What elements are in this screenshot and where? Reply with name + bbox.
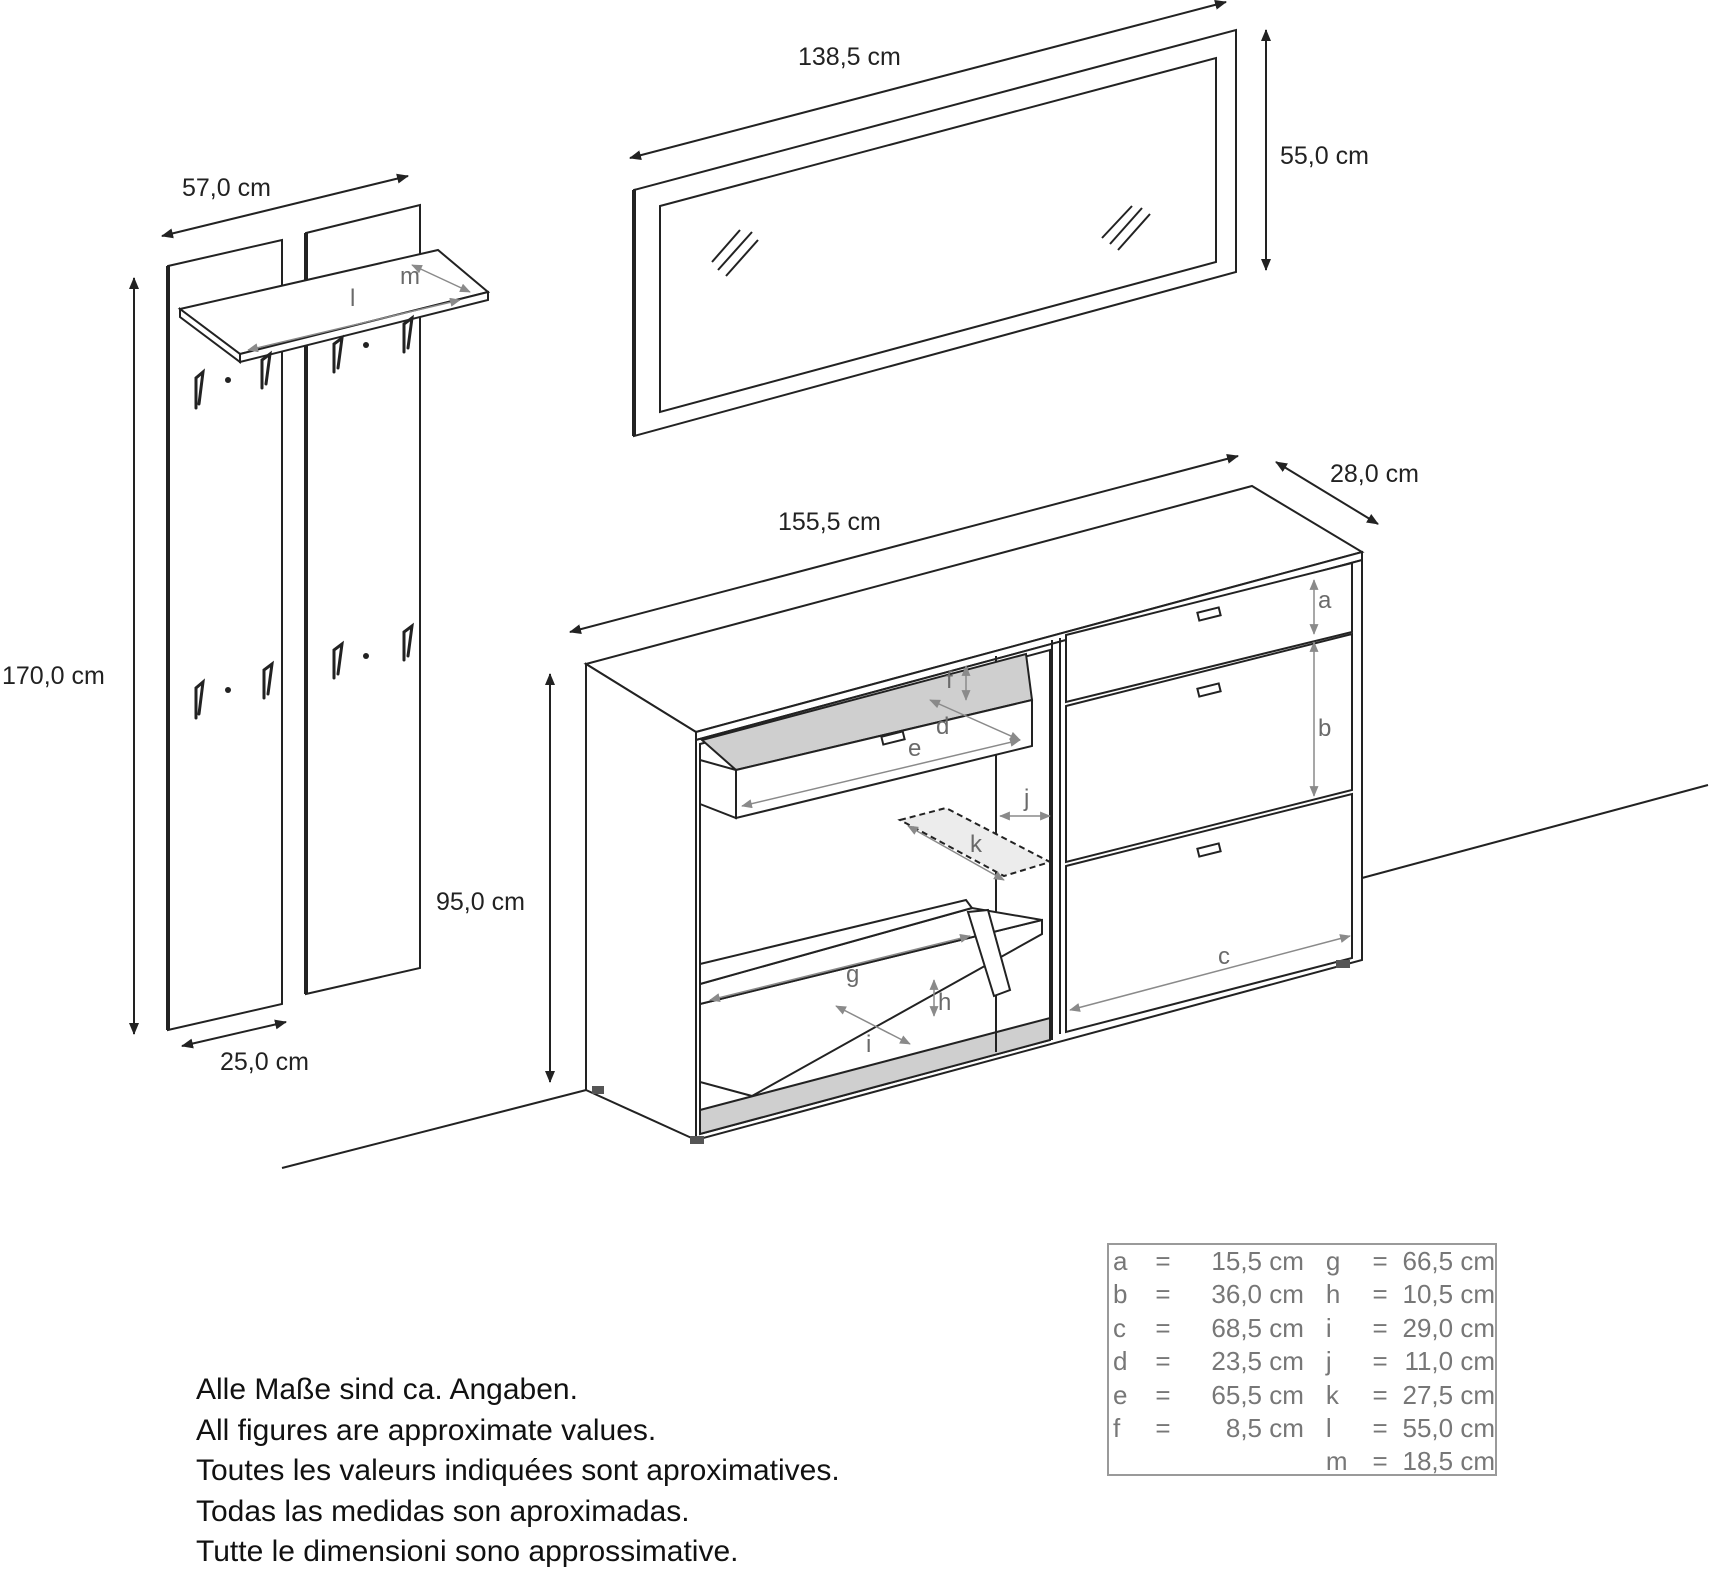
- legend-right-key: k: [1325, 1379, 1339, 1410]
- part-letter-g: g: [846, 961, 859, 988]
- internal-dimension-arrows: [709, 579, 1351, 1045]
- coat-rack-height-label: 170,0 cm: [2, 662, 105, 690]
- coat-rack-width-label: 57,0 cm: [182, 174, 271, 202]
- panel-width-label: 25,0 cm: [220, 1048, 309, 1076]
- legend-right-key: j: [1325, 1346, 1332, 1377]
- legend-row: c = 68,5 cm i = 29,0 cm: [1113, 1312, 1495, 1345]
- legend-left-value: 68,5 cm: [1211, 1312, 1304, 1343]
- legend-row: m = 18,5 cm: [1113, 1445, 1495, 1478]
- legend-left-key: [1113, 1445, 1140, 1478]
- legend-left-eq: =: [1155, 1346, 1171, 1377]
- legend-left-eq: [1140, 1445, 1186, 1478]
- legend-left-key: d: [1113, 1346, 1128, 1377]
- note-english: All figures are approximate values.: [196, 1413, 657, 1447]
- legend-right-value: 11,0 cm: [1404, 1346, 1495, 1377]
- sideboard: [583, 484, 1365, 1142]
- part-letter-m: m: [400, 263, 420, 290]
- legend-row: b = 36,0 cm h = 10,5 cm: [1113, 1278, 1495, 1311]
- legend-right-value: 27,5 cm: [1402, 1379, 1496, 1410]
- legend-left-value: 65,5 cm: [1211, 1379, 1304, 1410]
- part-letter-k: k: [970, 831, 983, 858]
- note-french: Toutes les valeurs indiquées sont aproxi…: [196, 1454, 840, 1487]
- sideboard-width-label: 155,5 cm: [778, 508, 881, 536]
- legend-right-value: 66,5 cm: [1402, 1246, 1496, 1276]
- approximate-values-notes: Alle Maße sind ca. Angaben. All figures …: [196, 1370, 840, 1573]
- hook-screws: [225, 342, 369, 693]
- legend-row: e = 65,5 cm k = 27,5 cm: [1113, 1379, 1495, 1412]
- legend-right-key: m: [1325, 1446, 1348, 1477]
- legend-right-eq: =: [1372, 1446, 1388, 1477]
- legend-left-eq: =: [1155, 1246, 1171, 1276]
- sideboard-height-label: 95,0 cm: [436, 888, 525, 916]
- legend-left-eq: =: [1155, 1279, 1171, 1310]
- drawer-side-rail: [699, 758, 737, 820]
- part-letter-a: a: [1318, 587, 1332, 614]
- sideboard-side: [585, 662, 697, 1142]
- part-letter-f: f: [946, 667, 953, 694]
- legend-left-key: e: [1113, 1379, 1128, 1410]
- legend-left-key: f: [1113, 1413, 1121, 1444]
- compartment-floor: [699, 1016, 1051, 1136]
- legend-right-value: 10,5 cm: [1402, 1279, 1496, 1310]
- legend-left-value: 15,5 cm: [1211, 1246, 1304, 1276]
- legend-left-value: 36,0 cm: [1211, 1279, 1304, 1310]
- legend-left-key: a: [1113, 1246, 1128, 1276]
- legend-right-eq: =: [1372, 1379, 1388, 1410]
- legend-left-value: 8,5 cm: [1225, 1413, 1304, 1444]
- legend-right-key: g: [1325, 1246, 1341, 1276]
- mirror-reflection-marks: [711, 205, 1151, 277]
- legend-right-eq: =: [1372, 1246, 1388, 1276]
- note-spanish: Todas las medidas son aproximadas.: [196, 1494, 690, 1528]
- part-letter-l: l: [350, 285, 355, 312]
- legend-right-key: h: [1325, 1279, 1341, 1310]
- legend-row: f = 8,5 cm l = 55,0 cm: [1113, 1412, 1495, 1445]
- legend-right-eq: =: [1372, 1346, 1388, 1377]
- note-german: Alle Maße sind ca. Angaben.: [196, 1373, 578, 1406]
- floor-lines: [281, 784, 1709, 1169]
- mirror: [632, 28, 1237, 438]
- legend-right-value: 29,0 cm: [1402, 1312, 1496, 1343]
- mirror-width-label: 138,5 cm: [798, 43, 901, 71]
- part-letter-h: h: [938, 989, 951, 1016]
- legend-left-key: b: [1113, 1279, 1128, 1310]
- sideboard-depth-label: 28,0 cm: [1330, 460, 1419, 488]
- legend-right-key: l: [1325, 1413, 1332, 1444]
- legend-right-value: 18,5 cm: [1402, 1446, 1496, 1477]
- part-letter-d: d: [936, 713, 949, 740]
- legend-left-value: [1186, 1445, 1316, 1478]
- part-letter-i: i: [866, 1031, 871, 1058]
- coat-hooks: [194, 314, 414, 720]
- legend-row: a = 15,5 cm g = 66,5 cm: [1113, 1245, 1495, 1278]
- legend-right-key: i: [1325, 1312, 1332, 1343]
- mirror-height-label: 55,0 cm: [1280, 142, 1369, 170]
- drawer-right-2: [1065, 632, 1353, 864]
- legend-right-eq: =: [1372, 1413, 1388, 1444]
- part-letter-e: e: [908, 735, 921, 762]
- legend-right-eq: =: [1372, 1312, 1388, 1343]
- dimension-arrows: [129, 0, 1379, 1083]
- legend-table: a = 15,5 cm g = 66,5 cm b = 36,0 cm h = 10,5 cm c = 68…: [1113, 1245, 1495, 1479]
- legend-left-key: c: [1113, 1312, 1126, 1343]
- part-letter-c: c: [1218, 943, 1230, 970]
- legend-right-eq: =: [1372, 1279, 1388, 1310]
- legend-left-eq: =: [1155, 1312, 1171, 1343]
- legend-left-value: 23,5 cm: [1211, 1346, 1304, 1377]
- legend-right-value: 55,0 cm: [1402, 1413, 1496, 1444]
- part-letter-b: b: [1318, 715, 1331, 742]
- note-italian: Tutte le dimensioni sono approssimative.: [196, 1535, 739, 1568]
- legend-left-eq: =: [1155, 1379, 1171, 1410]
- legend-left-eq: =: [1155, 1413, 1171, 1444]
- measurement-legend: a = 15,5 cm g = 66,5 cm b = 36,0 cm h = 10,5 cm c = 68…: [1107, 1243, 1497, 1476]
- legend-row: d = 23,5 cm j = 11,0 cm: [1113, 1345, 1495, 1378]
- shoe-mechanism: [966, 908, 1012, 998]
- part-letter-j: j: [1023, 785, 1029, 812]
- shelf-inner-arrows: [247, 264, 471, 353]
